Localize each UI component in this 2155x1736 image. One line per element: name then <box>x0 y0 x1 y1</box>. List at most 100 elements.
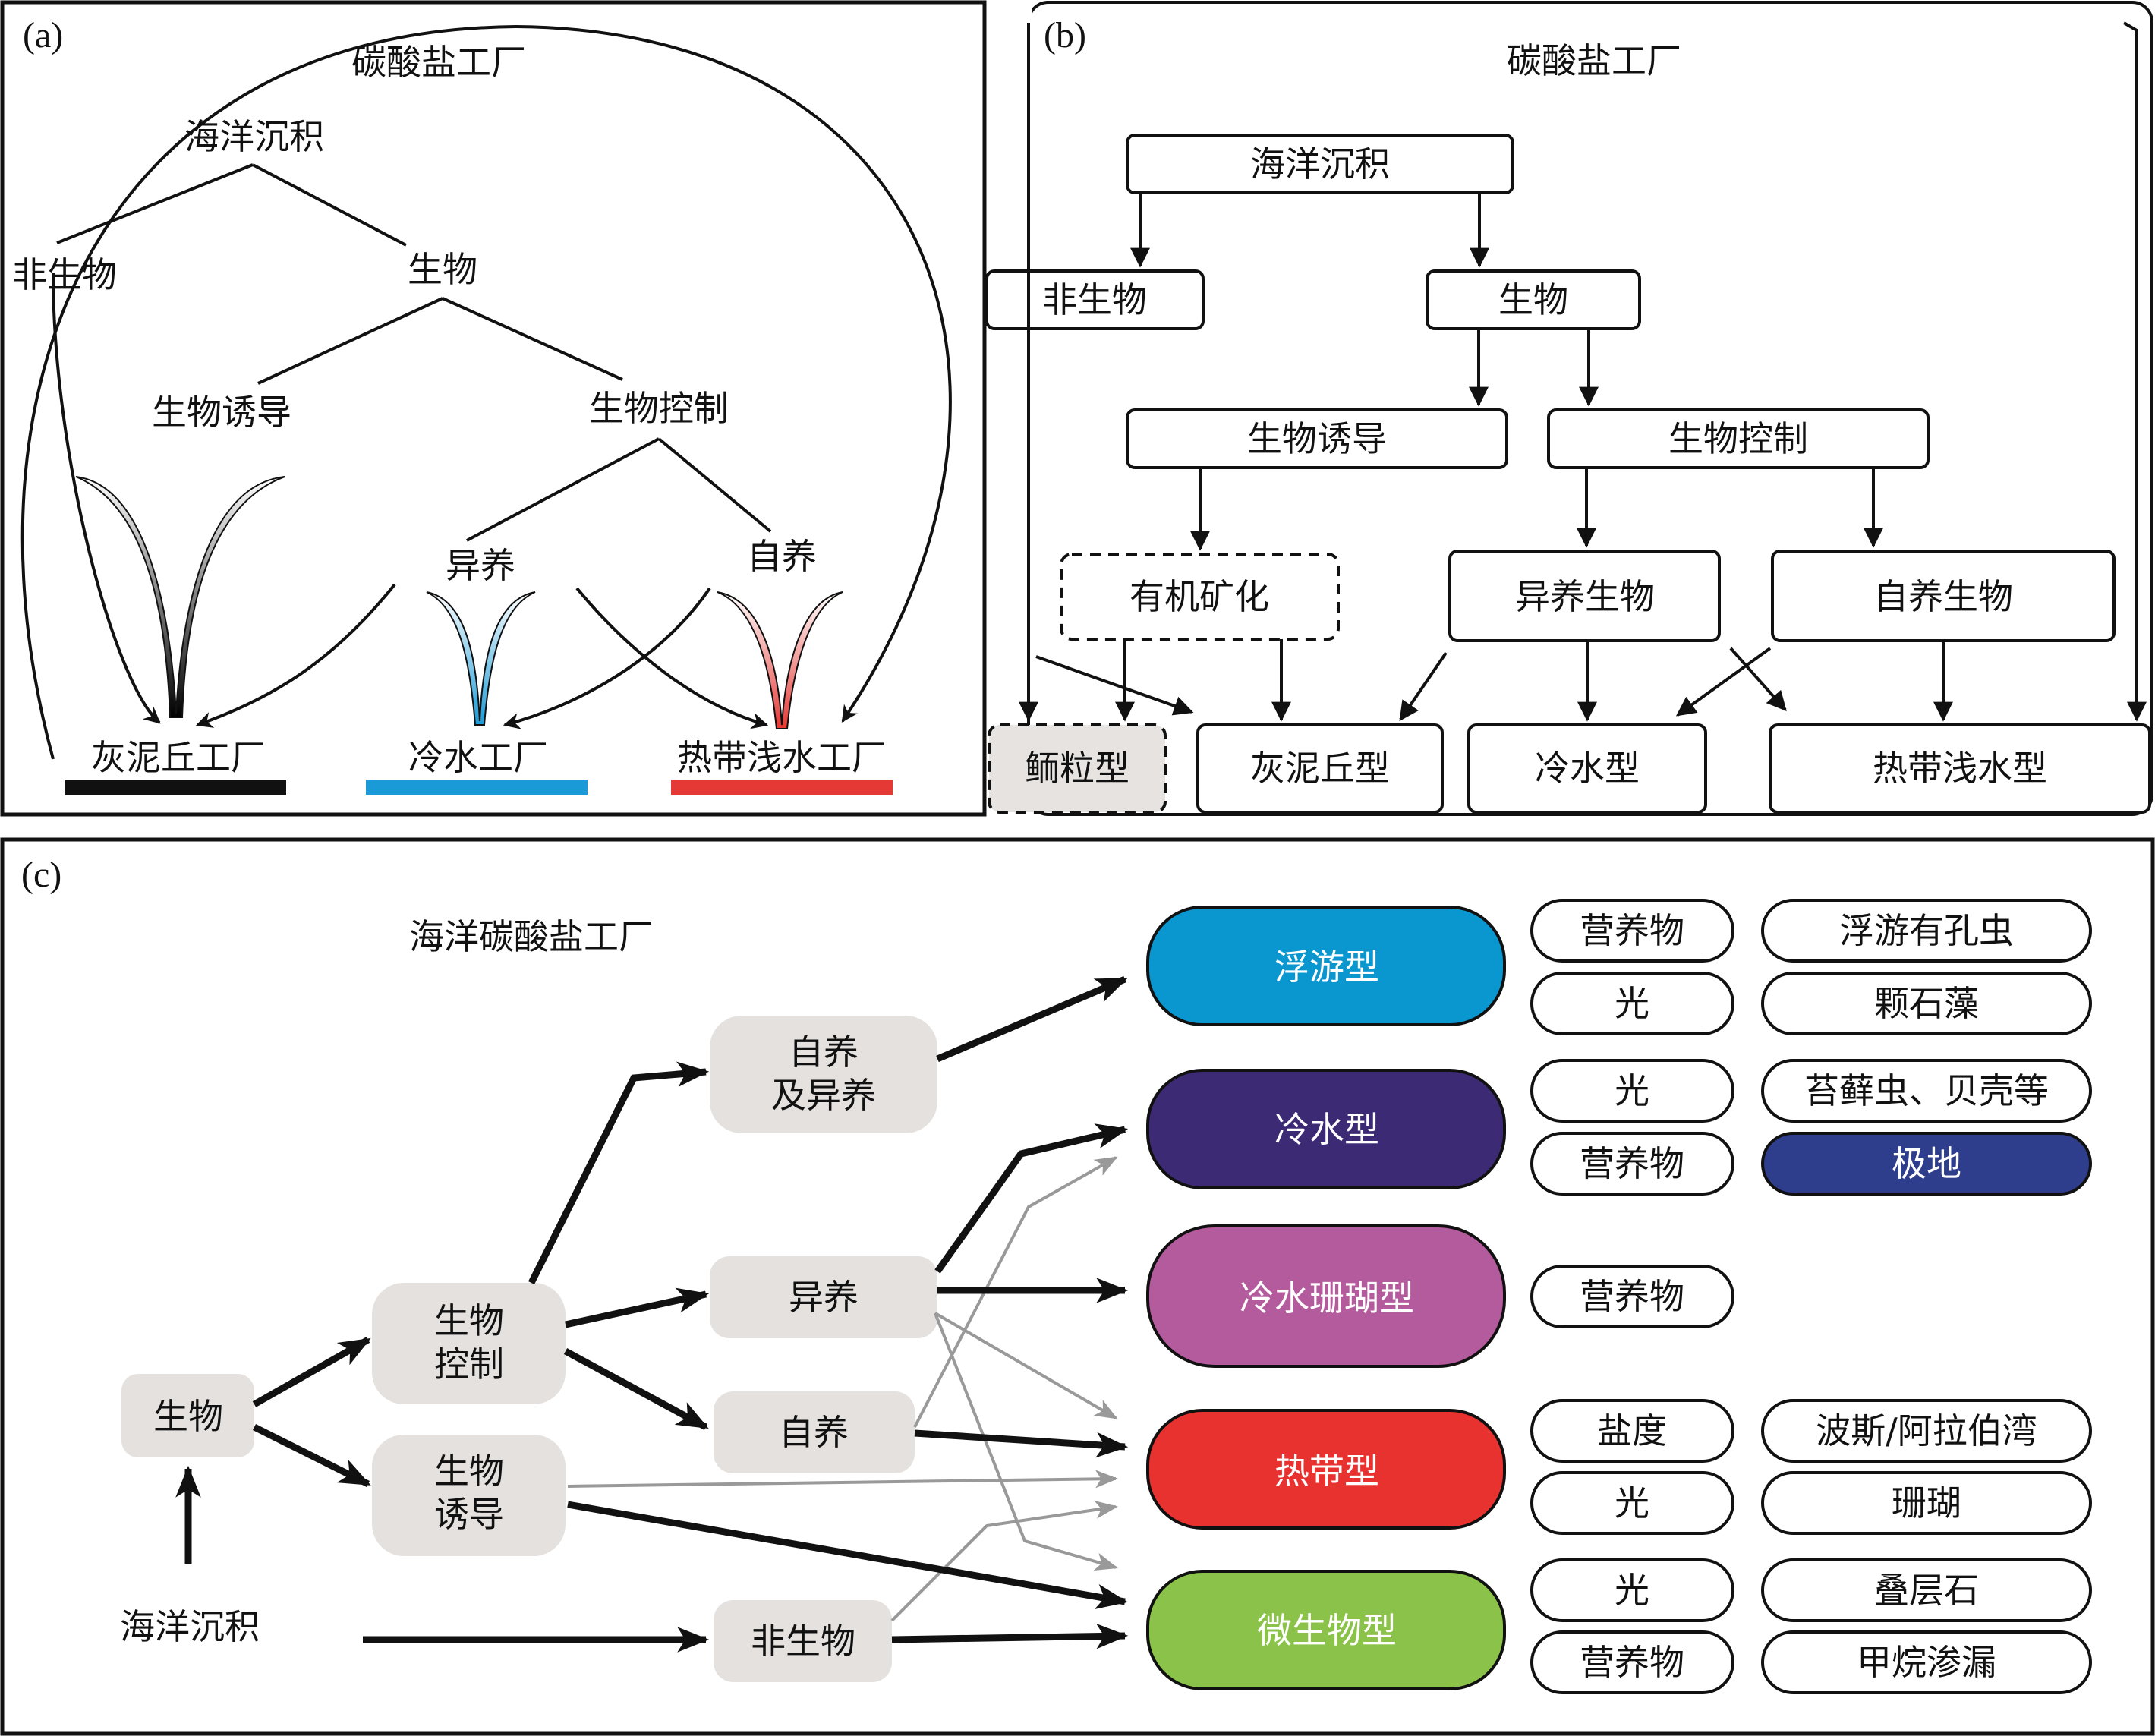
box-b-tropical <box>1769 723 2151 814</box>
box-b-organic <box>1060 553 1340 641</box>
label-c-biotic: 生物 <box>153 1396 223 1437</box>
factor-microbial-2 <box>1530 1630 1734 1694</box>
label-b-cold: 冷水型 <box>1535 748 1640 789</box>
pill-pelagic <box>1146 906 1506 1026</box>
panel-a-induced: 生物诱导 <box>152 392 291 433</box>
cold-factory-bar <box>366 780 588 795</box>
factor-text-coldcoral-1: 营养物 <box>1580 1276 1684 1317</box>
label-c-auto: 自养 <box>779 1412 849 1453</box>
node-c-controlled <box>372 1283 566 1404</box>
panel-a-cross-arrows <box>195 583 769 729</box>
panel-a-frame <box>0 0 987 817</box>
box-b-marine <box>1126 134 1514 194</box>
label-tropical: 热带型 <box>1274 1451 1379 1492</box>
label-b-mud: 灰泥丘型 <box>1250 748 1390 789</box>
label-c-auto-hetero-2: 及异养 <box>771 1075 876 1116</box>
mud-funnel <box>75 476 285 718</box>
example-text-microbial-2: 甲烷渗漏 <box>1857 1642 1996 1683</box>
panel-b-title: 碳酸盐工厂 <box>1507 40 1681 81</box>
mud-factory-bar <box>65 780 286 795</box>
label-b-organic: 有机矿化 <box>1129 576 1269 617</box>
node-c-biotic <box>121 1374 254 1457</box>
box-b-cold <box>1467 723 1707 814</box>
example-text-coldwater-1: 苔藓虫、贝壳等 <box>1804 1070 2049 1111</box>
label-b-marine: 海洋沉积 <box>1250 143 1390 184</box>
box-b-biotic <box>1426 269 1641 330</box>
factor-text-pelagic-2: 光 <box>1615 983 1649 1024</box>
factor-coldwater-1 <box>1530 1059 1734 1123</box>
factor-microbial-1 <box>1530 1558 1734 1622</box>
panel-a-abiotic-arrow <box>52 273 161 724</box>
panel-c: (c) 海洋碳酸盐工厂 生物 生物 控制 生物 诱导 自养 及异养 异养 自养 … <box>0 837 2155 1736</box>
panel-a-autotroph: 自养 <box>747 536 817 577</box>
example-text-coldwater-2: 极地 <box>1892 1143 1961 1184</box>
panel-c-tag: (c) <box>21 855 61 895</box>
tropical-funnel <box>717 591 843 729</box>
panel-a-marine: 海洋沉积 <box>184 116 324 157</box>
example-text-tropical-1: 波斯/阿拉伯湾 <box>1816 1410 2037 1451</box>
label-microbial: 微生物型 <box>1257 1610 1397 1651</box>
panel-a-tag: (a) <box>23 15 63 55</box>
tropical-factory-bar <box>671 780 893 795</box>
pill-coldcoral <box>1146 1224 1506 1368</box>
label-pelagic: 浮游型 <box>1274 947 1379 988</box>
label-b-tropical: 热带浅水型 <box>1873 748 2047 789</box>
example-tropical-1 <box>1761 1399 2092 1463</box>
box-b-ooid <box>988 723 1167 814</box>
panel-a-outer-arc <box>20 24 952 760</box>
example-coldwater-1 <box>1761 1059 2092 1123</box>
factor-text-tropical-1: 盐度 <box>1597 1410 1667 1451</box>
panel-a-heterotroph: 异养 <box>446 545 515 586</box>
node-c-abiotic <box>714 1600 892 1682</box>
panel-b-arrows <box>1019 21 2147 722</box>
example-pelagic-2 <box>1761 972 2092 1035</box>
panel-a-title: 碳酸盐工厂 <box>351 42 526 83</box>
box-b-hetero <box>1448 550 1721 642</box>
label-b-biotic: 生物 <box>1498 279 1568 320</box>
label-c-induced-1: 生物 <box>434 1451 504 1492</box>
example-text-tropical-2: 珊瑚 <box>1892 1482 1961 1523</box>
label-b-controlled: 生物控制 <box>1668 418 1808 459</box>
label-coldwater: 冷水型 <box>1274 1109 1379 1150</box>
panel-c-title: 海洋碳酸盐工厂 <box>409 916 654 957</box>
label-c-induced-2: 诱导 <box>434 1494 504 1535</box>
node-c-auto-hetero <box>710 1016 937 1133</box>
factor-pelagic-1 <box>1530 899 1734 963</box>
label-c-auto-hetero-1: 自养 <box>789 1032 859 1073</box>
panel-a-tropical-factory: 热带浅水工厂 <box>677 737 887 778</box>
factor-tropical-2 <box>1530 1471 1734 1535</box>
node-c-induced <box>372 1435 566 1556</box>
panel-a-biotic: 生物 <box>408 249 477 290</box>
label-b-auto: 自养生物 <box>1873 576 2013 617</box>
box-b-controlled <box>1547 408 1930 469</box>
factor-text-pelagic-1: 营养物 <box>1580 910 1684 951</box>
label-b-abiotic: 非生物 <box>1042 279 1147 320</box>
label-c-hetero: 异养 <box>789 1277 859 1318</box>
panel-a-abiotic: 非生物 <box>12 254 117 295</box>
label-coldcoral: 冷水珊瑚型 <box>1240 1278 1414 1319</box>
example-tropical-2 <box>1761 1471 2092 1535</box>
label-c-marine: 海洋沉积 <box>120 1606 260 1647</box>
panel-a: (a) 碳酸盐工厂 海洋沉积 非生物 生物 生物诱导 生物控制 异养 自养 <box>0 0 987 817</box>
example-pelagic-1 <box>1761 899 2092 963</box>
panel-a-mud-factory: 灰泥丘工厂 <box>91 737 266 778</box>
example-microbial-2 <box>1761 1630 2092 1694</box>
factor-coldwater-2 <box>1530 1132 1734 1196</box>
factor-text-tropical-2: 光 <box>1615 1482 1649 1523</box>
example-text-pelagic-1: 浮游有孔虫 <box>1839 910 2014 951</box>
factor-text-coldwater-2: 营养物 <box>1580 1143 1684 1184</box>
example-text-pelagic-2: 颗石藻 <box>1874 983 1979 1024</box>
label-c-controlled-1: 生物 <box>434 1300 504 1341</box>
panel-a-cold-factory: 冷水工厂 <box>408 737 548 778</box>
node-c-hetero <box>710 1256 937 1338</box>
factor-text-microbial-2: 营养物 <box>1580 1642 1684 1683</box>
panel-c-gray-arrows <box>567 1156 1118 1622</box>
label-c-controlled-2: 控制 <box>434 1344 504 1385</box>
example-text-microbial-1: 叠层石 <box>1874 1570 1979 1611</box>
panel-a-tree-lines <box>56 163 772 542</box>
box-b-induced <box>1126 408 1508 469</box>
factor-text-microbial-1: 光 <box>1615 1570 1649 1611</box>
factor-pelagic-2 <box>1530 972 1734 1035</box>
factor-text-coldwater-1: 光 <box>1615 1070 1649 1111</box>
